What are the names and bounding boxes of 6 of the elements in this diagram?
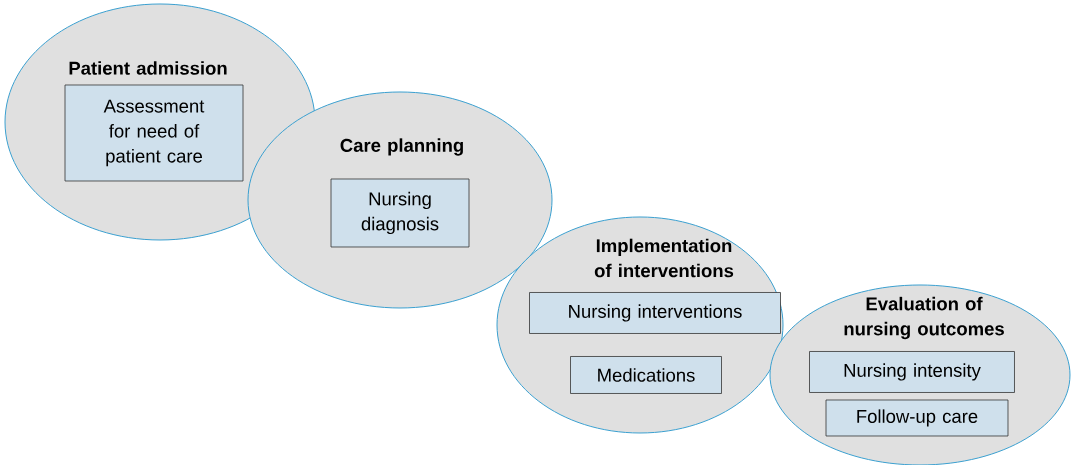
- activity-box: Follow-up care: [825, 399, 1009, 437]
- activity-box: Assessment for need of patient care: [64, 84, 244, 182]
- activity-box: Medications: [570, 356, 722, 394]
- activity-box: Nursing intensity: [809, 351, 1015, 393]
- activity-box: Nursing diagnosis: [330, 178, 470, 248]
- activity-box: Nursing interventions: [529, 292, 781, 334]
